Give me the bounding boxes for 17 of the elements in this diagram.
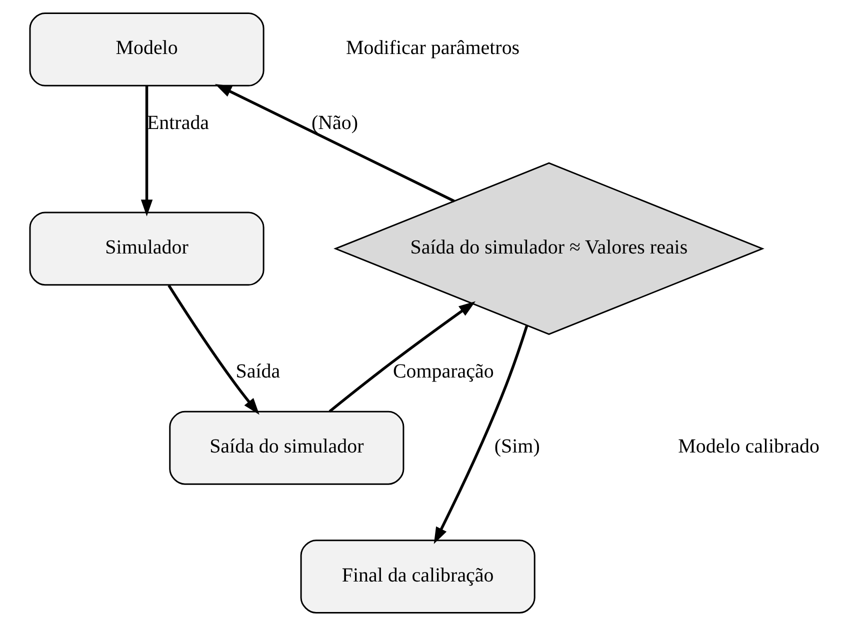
node-diamond: Saída do simulador ≈ Valores reais <box>333 162 764 336</box>
arrow <box>214 84 454 202</box>
edge-label: Saída <box>235 360 280 383</box>
node-box: Simulador <box>28 212 264 286</box>
arrow <box>328 301 476 412</box>
arrow <box>140 86 152 216</box>
label: Modelo calibrado <box>678 436 820 458</box>
arrow <box>167 284 259 415</box>
node-box: Modelo <box>28 12 264 86</box>
node-box: Saída do simulador <box>168 410 404 485</box>
edge-label: Entrada <box>146 112 209 134</box>
edge-label: (Não) <box>310 112 358 134</box>
arrow <box>433 325 528 544</box>
node-box: Final da calibração <box>300 540 535 614</box>
edge-label: (Sim) <box>494 436 540 458</box>
label: Modificar parâmetros <box>346 37 520 60</box>
edge-label: Comparação <box>392 360 494 383</box>
